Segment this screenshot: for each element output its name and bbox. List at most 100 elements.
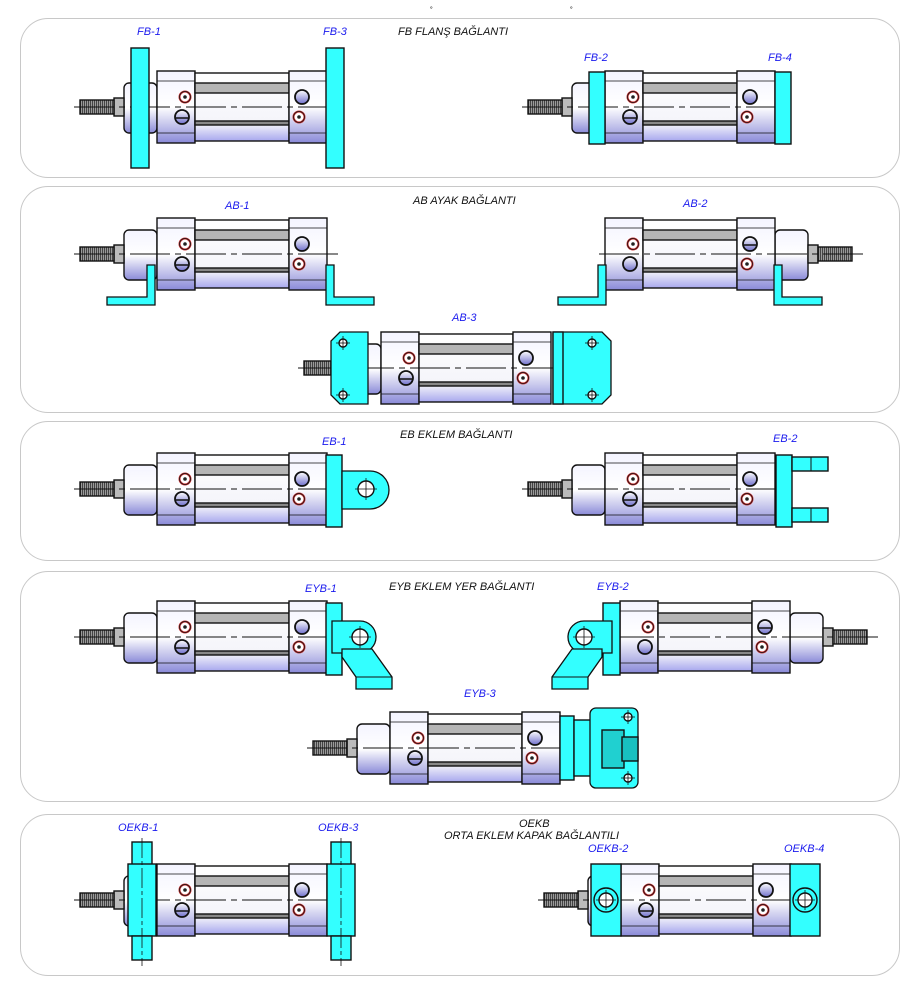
- clevis-slot: [621, 736, 639, 762]
- label-oekb-4: OEKB-4: [784, 843, 825, 855]
- bolt-center: [297, 908, 301, 912]
- section-title-oekb-1: OEKB: [519, 818, 550, 830]
- pivot-base: [341, 648, 393, 690]
- port-icon: [174, 639, 190, 655]
- tie-rod-top: [194, 82, 290, 94]
- bolt-ring-outline: [643, 884, 655, 896]
- clevis-mount-plate: [559, 715, 575, 781]
- tie-rod-bottom: [427, 761, 523, 767]
- tie-rod-bottom: [642, 120, 738, 126]
- flange-rear: [325, 47, 345, 169]
- bolt-ring-outline: [179, 884, 191, 896]
- port-icon: [518, 350, 534, 366]
- bolt-center: [761, 908, 765, 912]
- rod-boss: [789, 612, 824, 664]
- clevis-arm-top: [791, 456, 829, 472]
- bolt-ring-outline: [293, 493, 305, 505]
- port-icon: [294, 471, 310, 487]
- rod-boss: [123, 464, 158, 516]
- label-fb-2: FB-2: [584, 52, 608, 64]
- bolt-center: [760, 645, 764, 649]
- section-title-ab: AB AYAK BAĞLANTI: [413, 195, 516, 207]
- bolt-center: [297, 497, 301, 501]
- port-icon: [294, 89, 310, 105]
- bolt-ring-outline: [293, 641, 305, 653]
- label-eyb-1: EYB-1: [305, 583, 337, 595]
- bolt-ring-outline: [757, 904, 769, 916]
- cylinder-eyb-3: [307, 707, 639, 789]
- section-title-eb: EB EKLEM BAĞLANTI: [400, 429, 513, 441]
- port-icon: [622, 256, 638, 272]
- bolt-ring-outline: [627, 238, 639, 250]
- label-fb-1: FB-1: [137, 26, 161, 38]
- tie-rod-top: [642, 464, 738, 476]
- tie-rod-bottom: [194, 650, 290, 656]
- port-icon: [174, 902, 190, 918]
- bolt-ring-outline: [756, 641, 768, 653]
- cylinder-eyb-1: [74, 600, 393, 690]
- tie-rod-bottom: [657, 650, 753, 656]
- port-icon: [622, 491, 638, 507]
- port-icon: [757, 619, 773, 635]
- tie-rod-top: [642, 82, 738, 94]
- flange-rear-short: [774, 71, 792, 145]
- bolt-center: [297, 262, 301, 266]
- port-icon: [622, 109, 638, 125]
- rod-boss: [356, 723, 391, 775]
- tie-rod-top: [427, 723, 523, 735]
- port-icon: [398, 370, 414, 386]
- port-icon: [758, 882, 774, 898]
- tie-rod-bottom: [194, 502, 290, 508]
- bolt-center: [745, 115, 749, 119]
- port-icon: [174, 256, 190, 272]
- port-icon: [174, 491, 190, 507]
- bolt-ring-outline: [412, 732, 424, 744]
- bolt-center: [183, 242, 187, 246]
- port-icon: [174, 109, 190, 125]
- tie-rod-top: [194, 875, 290, 887]
- section-title-eyb: EYB EKLEM YER BAĞLANTI: [389, 581, 535, 593]
- label-oekb-2: OEKB-2: [588, 843, 629, 855]
- tie-rod-bottom: [194, 267, 290, 273]
- bolt-ring-outline: [627, 91, 639, 103]
- bolt-ring-outline: [741, 493, 753, 505]
- bolt-ring-outline: [179, 91, 191, 103]
- tie-rod-bottom: [658, 913, 754, 919]
- rod-boss: [571, 464, 606, 516]
- cylinder-oekb-2: [538, 863, 821, 937]
- bolt-center: [647, 888, 651, 892]
- label-ab-1: AB-1: [225, 200, 250, 212]
- top-mark-1: ˚: [430, 6, 433, 16]
- cylinder-eb-1: [74, 452, 390, 528]
- port-icon: [294, 236, 310, 252]
- bolt-ring-outline: [293, 904, 305, 916]
- cylinder-ab-1: [74, 217, 375, 306]
- bolt-center: [297, 645, 301, 649]
- cylinder-ab-2: [557, 217, 866, 306]
- port-icon: [742, 89, 758, 105]
- bolt-center: [183, 477, 187, 481]
- bolt-center: [407, 356, 411, 360]
- port-icon: [294, 882, 310, 898]
- tie-rod-bottom: [642, 502, 738, 508]
- bolt-ring-outline: [293, 111, 305, 123]
- label-fb-3: FB-3: [323, 26, 347, 38]
- foot-bracket: [106, 264, 156, 306]
- bolt-ring-outline: [403, 352, 415, 364]
- tie-rod-top: [194, 229, 290, 241]
- foot-bracket: [773, 264, 823, 306]
- tie-rod-top: [658, 875, 754, 887]
- bolt-center: [530, 756, 534, 760]
- foot-bracket: [557, 264, 607, 306]
- clevis-arms: [573, 719, 593, 777]
- bolt-ring-outline: [526, 752, 538, 764]
- bolt-ring-outline: [642, 621, 654, 633]
- tie-rod-top: [418, 343, 514, 355]
- rod-boss: [123, 612, 158, 664]
- bolt-ring-outline: [293, 258, 305, 270]
- bolt-center: [631, 95, 635, 99]
- flange-front-short: [588, 71, 606, 145]
- label-eb-1: EB-1: [322, 436, 347, 448]
- cylinder-oekb-1: [74, 838, 356, 966]
